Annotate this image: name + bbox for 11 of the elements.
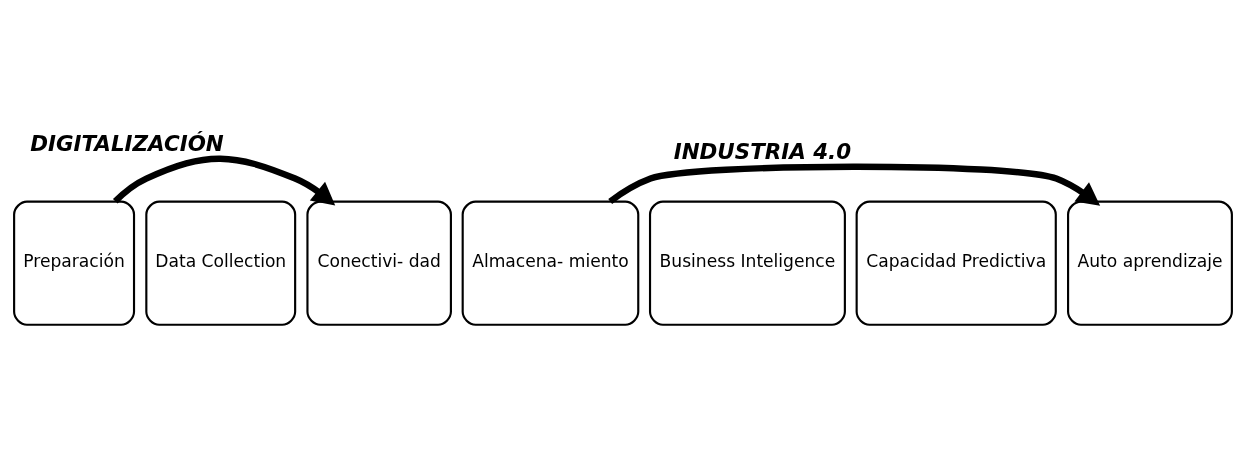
node-box: Auto aprendizaje (1067, 200, 1233, 326)
node-box: Data Collection (145, 200, 297, 326)
arrow (608, 163, 1101, 206)
node-box: Business Inteligence (648, 200, 846, 326)
node-box: Capacidad Predictiva (855, 200, 1057, 326)
node-box: Preparación (13, 200, 136, 326)
edge-label: DIGITALIZACIÓN (30, 130, 224, 156)
node-box: Almacena- miento (461, 200, 640, 326)
edge-label: INDUSTRIA 4.0 (673, 138, 852, 164)
arrow (113, 155, 336, 206)
node-box: Conectivi- dad (306, 200, 452, 326)
